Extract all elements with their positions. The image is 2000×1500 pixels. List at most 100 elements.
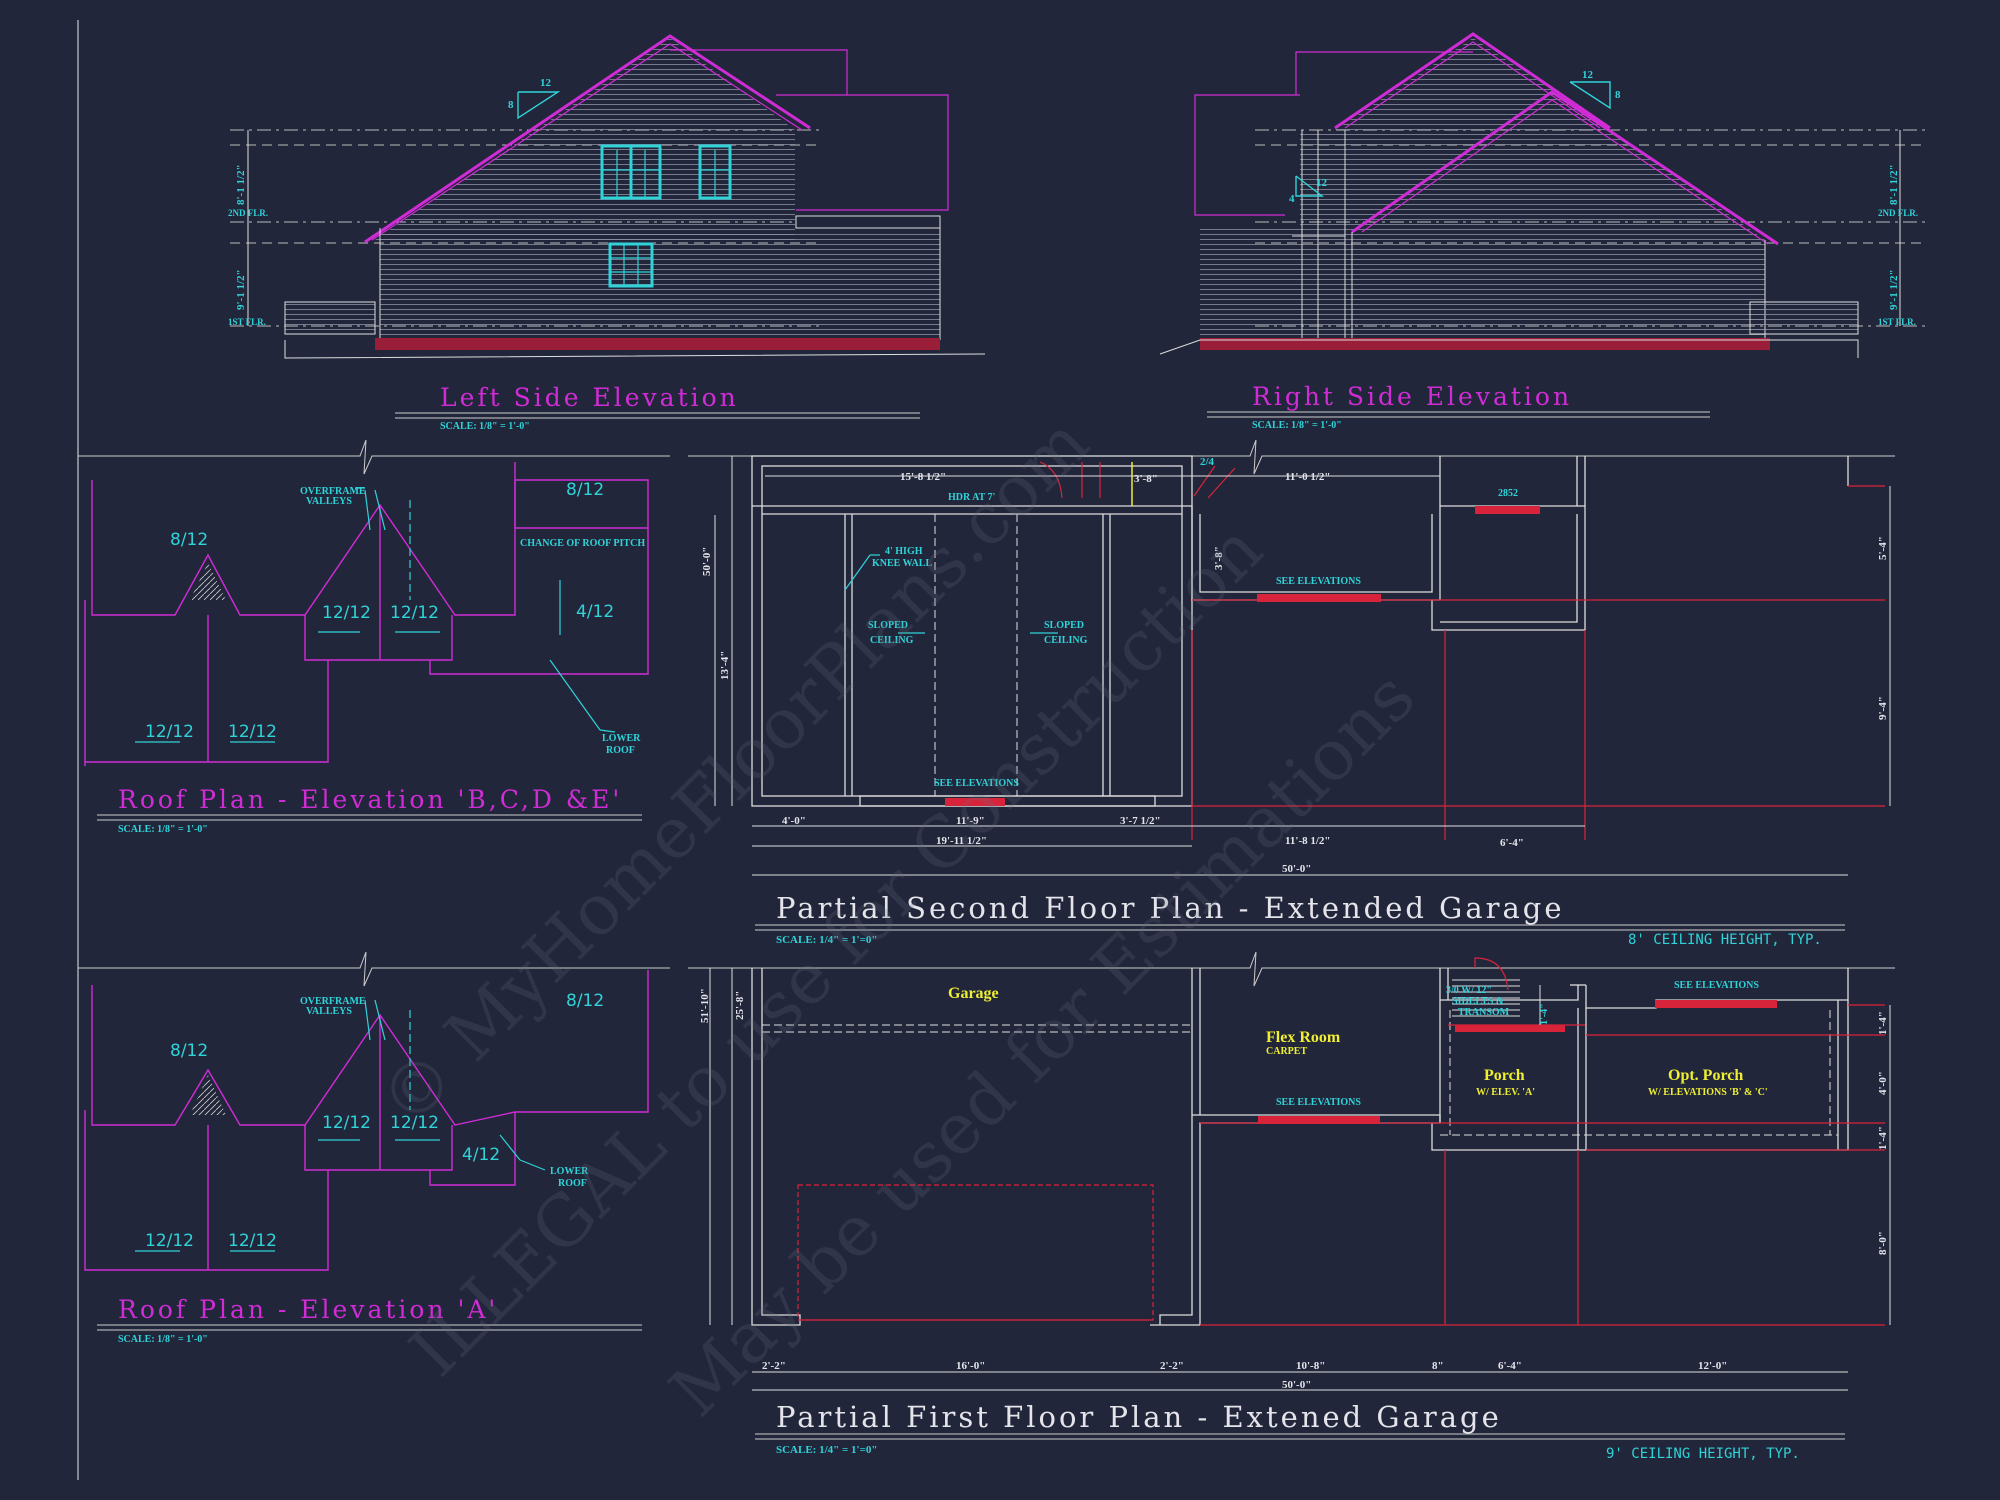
roof-bcde-pitch-b: 8/12	[566, 480, 604, 500]
left-elev-pitch-rise: 8	[508, 99, 514, 111]
ff-dim-right-c: 1'-4"	[1877, 1126, 1889, 1150]
roof-bcde-pitch-a: 8/12	[170, 530, 208, 550]
sf-dim-right-b: 9'-4"	[1877, 696, 1889, 720]
sf-dim-3-8: 3'-8"	[1213, 546, 1225, 570]
roof-plan-bcde: OVERFRAME VALLEYS 8/12 8/12 CHANGE OF RO…	[78, 439, 670, 835]
roof-a-pitch-f: 12/12	[145, 1231, 194, 1251]
ff-dim-b4: 10'-8"	[1296, 1360, 1325, 1372]
right-elev-pitch-rise: 8	[1615, 89, 1621, 101]
ff-dim-b1: 2'-2"	[762, 1360, 786, 1372]
ff-opt-porch-label: Opt. Porch	[1668, 1067, 1743, 1084]
roof-a-valleys: VALLEYS	[306, 1006, 352, 1017]
sf-knee-1: 4' HIGH	[885, 546, 923, 557]
sf-title: Partial Second Floor Plan - Extended Gar…	[776, 891, 1565, 925]
right-elev-small-pitch-rise: 4	[1289, 193, 1295, 205]
left-elev-dim-upper: 8'-1 1/2"	[235, 164, 247, 205]
roof-a-pitch-b: 8/12	[566, 991, 604, 1011]
sf-dim-b4: 19'-11 1/2"	[936, 835, 987, 847]
sf-scale: SCALE: 1/4" = 1'=0"	[776, 934, 877, 946]
ff-dim-right-a: 1'-4"	[1877, 1011, 1889, 1035]
ff-title: Partial First Floor Plan - Extened Garag…	[776, 1400, 1502, 1434]
ff-dim-b2: 16'-0"	[956, 1360, 985, 1372]
roof-bcde-title: Roof Plan - Elevation 'B,C,D &E'	[118, 785, 622, 814]
ff-see-elevations-b: SEE ELEVATIONS	[1674, 980, 1759, 991]
ff-door-note-3: TRANSOM	[1458, 1007, 1510, 1018]
right-elev-title: Right Side Elevation	[1252, 382, 1572, 411]
roof-a-roof: ROOF	[558, 1178, 587, 1189]
sf-dim-top2: 3'-8"	[1134, 473, 1158, 485]
left-elev-scale: SCALE: 1/8" = 1'-0"	[440, 421, 530, 432]
roof-a-pitch-g: 12/12	[228, 1231, 277, 1251]
roof-bcde-overframe: OVERFRAME	[300, 486, 366, 497]
left-elev-title: Left Side Elevation	[440, 383, 739, 412]
roof-a-pitch-e: 12/12	[390, 1113, 439, 1133]
ff-flex-room-label: Flex Room	[1266, 1029, 1341, 1046]
roof-bcde-change-pitch: CHANGE OF ROOF PITCH	[520, 538, 645, 549]
roof-a-pitch-c: 4/12	[462, 1145, 500, 1165]
roof-bcde-lower: LOWER	[602, 733, 641, 744]
ff-garage-label: Garage	[948, 985, 999, 1002]
right-elev-small-pitch-run: 12	[1316, 177, 1328, 189]
right-elev-pitch-run: 12	[1582, 69, 1594, 81]
roof-a-pitch-a: 8/12	[170, 1041, 208, 1061]
sf-sloped-left: SLOPED	[868, 620, 908, 631]
ff-dim-stoop: 1'-4"	[1539, 1003, 1550, 1025]
ff-dim-b7: 12'-0"	[1698, 1360, 1727, 1372]
ff-porch-sub: W/ ELEV. 'A'	[1476, 1087, 1535, 1098]
roof-bcde-scale: SCALE: 1/8" = 1'-0"	[118, 824, 208, 835]
ff-porch-label: Porch	[1484, 1067, 1525, 1084]
first-floor-plan: 51'-10" 25'-8" 1'-4" 1'-4" 4'-0" 1'-4" 8…	[688, 951, 1895, 1462]
roof-bcde-roof: ROOF	[606, 745, 635, 756]
ff-dim-right-b: 4'-0"	[1877, 1071, 1889, 1095]
ff-flex-room-carpet: CARPET	[1266, 1046, 1307, 1057]
ff-door-note-1: 3/0 W/ 12"	[1446, 985, 1492, 996]
sf-see-elevations-b: SEE ELEVATIONS	[1276, 576, 1361, 587]
ff-dim-left-a: 51'-10"	[699, 988, 711, 1023]
sf-window-label: 2852	[1498, 488, 1518, 499]
left-elev-1st-floor: 1ST FLR.	[228, 317, 266, 327]
sf-dim-b5: 11'-8 1/2"	[1285, 835, 1331, 847]
left-side-elevation: 12 8 8'-1 1/2" 9'-1 1/2" 2ND FLR. 1ST FL…	[228, 34, 986, 432]
sf-dim-b1: 4'-0"	[782, 815, 806, 827]
right-side-elevation: 12 4 12 8 8'-1 1/2" 9'-1 1/2" 2ND FLR. 1…	[1159, 32, 1925, 431]
roof-a-scale: SCALE: 1/8" = 1'-0"	[118, 1334, 208, 1345]
right-elev-1st-floor: 1ST FLR.	[1878, 317, 1916, 327]
sf-dim-top1: 15'-8 1/2"	[900, 471, 946, 483]
ff-dim-b6: 6'-4"	[1498, 1360, 1522, 1372]
roof-bcde-valleys: VALLEYS	[306, 496, 352, 507]
ff-dim-b3: 2'-2"	[1160, 1360, 1184, 1372]
sf-dim-left-a: 50'-0"	[701, 547, 713, 576]
roof-plan-a: OVERFRAME VALLEYS 8/12 8/12 4/12 12/12 1…	[78, 951, 670, 1345]
sf-dim-b3: 3'-7 1/2"	[1120, 815, 1161, 827]
ff-scale: SCALE: 1/4" = 1'=0"	[776, 1444, 877, 1456]
sf-dim-top4: 11'-0 1/2"	[1285, 471, 1331, 483]
sf-knee-2: KNEE WALL	[872, 558, 932, 569]
roof-a-title: Roof Plan - Elevation 'A'	[118, 1295, 498, 1324]
roof-a-lower: LOWER	[550, 1166, 589, 1177]
sf-ceiling-right: CEILING	[1044, 635, 1088, 646]
roof-bcde-pitch-d: 12/12	[322, 603, 371, 623]
ff-see-elevations-a: SEE ELEVATIONS	[1276, 1097, 1361, 1108]
roof-bcde-pitch-e: 12/12	[390, 603, 439, 623]
roof-a-pitch-d: 12/12	[322, 1113, 371, 1133]
right-elev-dim-upper: 8'-1 1/2"	[1888, 164, 1900, 205]
ff-ceiling-height: 9' CEILING HEIGHT, TYP.	[1606, 1446, 1800, 1462]
sf-see-elevations-a: SEE ELEVATIONS	[934, 778, 1019, 789]
ff-dim-total: 50'-0"	[1282, 1379, 1311, 1391]
sf-sloped-right: SLOPED	[1044, 620, 1084, 631]
ff-opt-porch-sub: W/ ELEVATIONS 'B' & 'C'	[1648, 1087, 1768, 1098]
roof-bcde-pitch-f: 12/12	[145, 722, 194, 742]
ff-dim-right-d: 8'-0"	[1877, 1231, 1889, 1255]
sf-dim-top3: 2/4	[1200, 456, 1215, 468]
left-elev-pitch-run: 12	[540, 77, 552, 89]
ff-dim-b5: 8"	[1432, 1360, 1444, 1372]
roof-bcde-pitch-g: 12/12	[228, 722, 277, 742]
sf-dim-right-a: 5'-4"	[1877, 536, 1889, 560]
left-elev-2nd-floor: 2ND FLR.	[228, 208, 268, 218]
ff-door-note-2: SIDELTS &	[1452, 996, 1504, 1007]
roof-a-overframe: OVERFRAME	[300, 996, 366, 1007]
sf-dim-left-b: 13'-4"	[719, 651, 731, 680]
second-floor-plan: 15'-8 1/2" 3'-8" 2/4 11'-0 1/2" HDR AT 7…	[688, 439, 1895, 948]
sf-dim-b2: 11'-9"	[956, 815, 985, 827]
